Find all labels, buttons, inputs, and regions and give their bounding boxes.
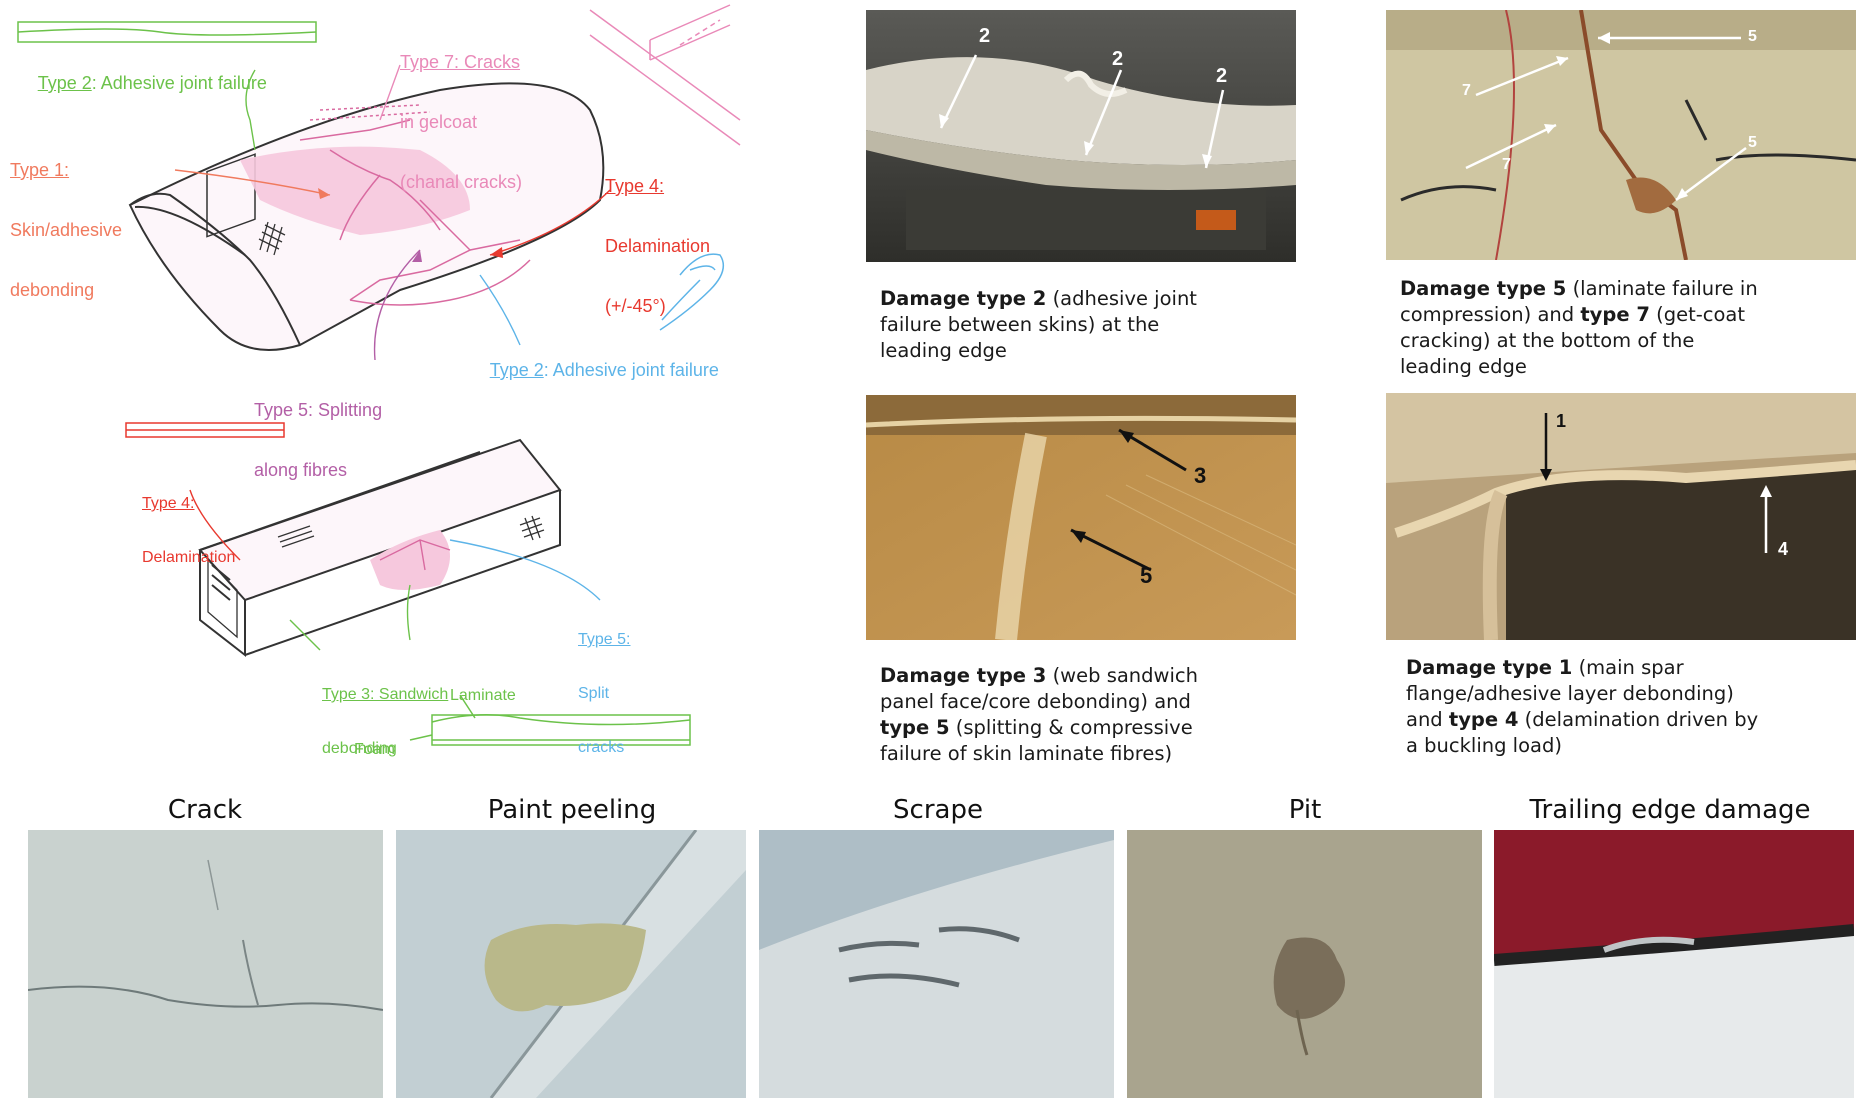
adhesive-plate-sketch xyxy=(17,21,317,43)
caption-damage-type3-5: Damage type 3 (web sandwich panel face/c… xyxy=(880,664,1198,765)
label-type5-box: Type 5: Split cracks xyxy=(578,631,631,756)
box-leaders xyxy=(189,489,601,651)
marker-5a: 5 xyxy=(1748,28,1757,45)
title-scrape: Scrape xyxy=(893,795,983,825)
marker-2a: 2 xyxy=(979,25,991,47)
leader-arrowheads xyxy=(318,188,503,262)
caption-damage-type5-7: Damage type 5 (laminate failure in compr… xyxy=(1400,277,1758,378)
damage-patches xyxy=(240,146,470,235)
laminate-foam-sketch xyxy=(409,694,691,746)
label-type2-bottom: Type 2: Adhesive joint failure xyxy=(489,360,719,380)
label-foam: Foam xyxy=(354,741,395,758)
gelcoat-sketch xyxy=(589,4,741,146)
marker-2c: 2 xyxy=(1216,65,1228,87)
title-paint-peeling: Paint peeling xyxy=(487,795,657,825)
marker-5b: 5 xyxy=(1748,134,1757,151)
label-laminate: Laminate xyxy=(450,687,516,704)
fibre-hatch xyxy=(258,221,286,256)
marker-7a: 7 xyxy=(1462,82,1471,99)
photo-damage-type1-4: 1 4 xyxy=(1386,393,1856,640)
photo1-arrows xyxy=(939,54,1225,169)
crack-lines xyxy=(299,104,531,306)
marker-5: 5 xyxy=(1140,563,1153,588)
marker-1: 1 xyxy=(1556,411,1567,431)
marker-2b: 2 xyxy=(1112,48,1124,70)
label-type2-top: Type 2: Adhesive joint failure xyxy=(37,73,267,93)
leader-lines xyxy=(174,64,611,361)
label-type1: Type 1: Skin/adhesive debonding xyxy=(10,160,123,300)
caption-damage-type2: Damage type 2 (adhesive joint failure be… xyxy=(880,287,1197,362)
photo-paint-peeling xyxy=(396,830,746,1098)
marker-4: 4 xyxy=(1778,539,1789,559)
marker-3: 3 xyxy=(1194,463,1207,488)
adhesive-joint-detail xyxy=(659,253,725,331)
marker-7b: 7 xyxy=(1502,156,1511,173)
photo-crack xyxy=(28,830,383,1098)
box-beam xyxy=(198,438,562,658)
blade-section-drawing xyxy=(17,4,741,746)
title-pit: Pit xyxy=(1288,795,1322,825)
photo-damage-type2: 2 2 2 xyxy=(866,10,1296,262)
box-beam-plate xyxy=(125,422,285,438)
box-cracks xyxy=(379,539,451,571)
label-type4-top: Type 4: Delamination (+/-45°) xyxy=(605,176,711,316)
title-trailing-edge-damage: Trailing edge damage xyxy=(1529,795,1811,825)
photo-damage-type5-7: 5 7 7 5 xyxy=(1386,10,1856,260)
title-crack: Crack xyxy=(167,795,243,825)
photo-pit xyxy=(1127,830,1482,1098)
box-hatches xyxy=(277,515,545,548)
label-type7: Type 7: Cracks in gelcoat (chanal cracks… xyxy=(400,52,523,192)
label-type5-splitting: Type 5: Splitting along fibres xyxy=(254,400,383,480)
label-type3: Type 3: Sandwich debonding xyxy=(322,686,449,757)
box-damage xyxy=(370,530,450,590)
caption-damage-type1-4: Damage type 1 (main spar flange/adhesive… xyxy=(1406,656,1759,757)
photo-damage-type3-5: 3 5 xyxy=(866,395,1296,640)
label-type4-box: Type 4: Delamination xyxy=(142,495,236,566)
photo-trailing-edge-damage xyxy=(1494,830,1854,1098)
blade-damage-diagram: Type 2: Adhesive joint failure Type 7: C… xyxy=(0,0,770,770)
photo-scrape xyxy=(759,830,1114,1098)
photo2-arrows xyxy=(1465,36,1747,202)
